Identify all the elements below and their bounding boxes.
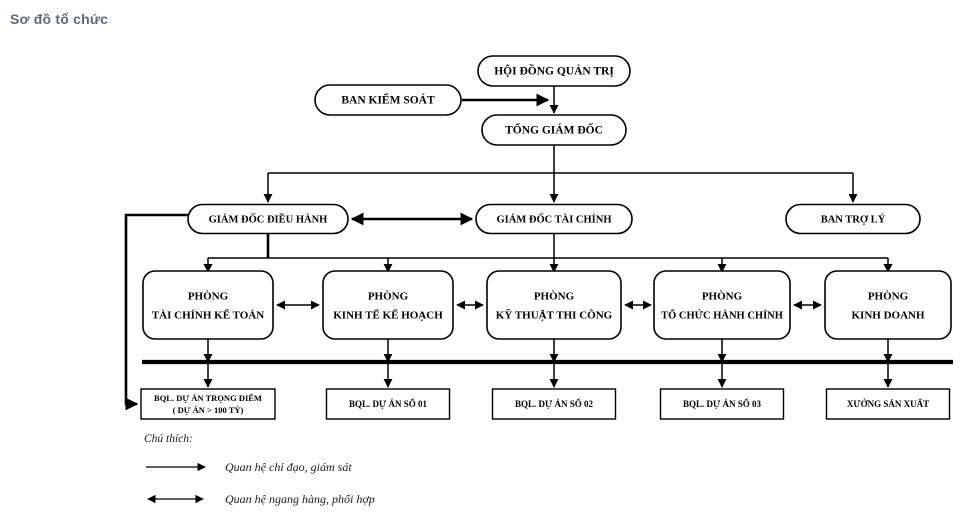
node-shape-btl xyxy=(785,203,921,235)
node-label-pktkh-line1: PHÒNG xyxy=(368,291,409,303)
node-ban-kiem-soat[interactable]: BAN KIỂM SOÁT xyxy=(314,84,462,116)
node-layer: HỘI ĐỒNG QUẢN TRỊ BAN KIỂM SOÁT TỔNG GIÁ… xyxy=(140,55,952,420)
node-label-ptchc-line2: TỔ CHỨC HÀNH CHÍNH xyxy=(661,308,783,321)
node-shape-hdqt xyxy=(477,55,631,87)
node-ban-tro-ly[interactable]: BAN TRỢ LÝ xyxy=(785,203,921,235)
node-label-xsx: XƯỞNG SẢN XUẤT xyxy=(847,399,929,409)
legend-label-peer: Quan hệ ngang hàng, phối hợp xyxy=(225,492,375,506)
node-label-gddh: GIÁM ĐỐC ĐIỀU HÀNH xyxy=(209,212,328,225)
node-label-pkd-line1: PHÒNG xyxy=(868,291,909,303)
node-shape-pkttc xyxy=(486,270,622,340)
node-shape-gdtc xyxy=(475,203,633,235)
node-label-bql-td-line2: ( DỰ ÁN > 100 TỶ) xyxy=(173,405,244,415)
legend: Chú thích: Quan hệ chỉ đạo, giám sát Qua… xyxy=(144,433,375,506)
node-shape-pktkh xyxy=(322,270,454,340)
node-xuong-san-xuat[interactable]: XƯỞNG SẢN XUẤT xyxy=(825,388,951,420)
page-title: Sơ đồ tổ chức xyxy=(10,11,109,27)
node-shape-bql-01 xyxy=(325,388,451,420)
legend-title: Chú thích: xyxy=(144,433,193,445)
node-shape-pkd xyxy=(824,270,952,340)
node-bql-du-an-so-03[interactable]: BQL. DỰ ÁN SỐ 03 xyxy=(659,388,785,420)
node-phong-ky-thuat-thi-cong[interactable]: PHÒNG KỸ THUẬT THI CÔNG xyxy=(486,270,622,340)
node-label-ptchc-line1: PHÒNG xyxy=(702,291,743,303)
node-shape-tgd xyxy=(481,114,627,146)
node-label-pkttc-line1: PHÒNG xyxy=(534,291,575,303)
node-giam-doc-tai-chinh[interactable]: GIÁM ĐỐC TÀI CHÍNH xyxy=(475,203,633,235)
node-label-pkd-line2: KINH DOANH xyxy=(851,310,924,322)
node-label-pktkh-line2: KINH TẾ KẾ HOẠCH xyxy=(333,309,443,322)
node-bql-du-an-so-01[interactable]: BQL. DỰ ÁN SỐ 01 xyxy=(325,388,451,420)
node-label-ptckt-line2: TÀI CHÍNH KẾ TOÁN xyxy=(152,309,264,322)
node-bql-du-an-so-02[interactable]: BQL. DỰ ÁN SỐ 02 xyxy=(491,388,617,420)
node-shape-bql-03 xyxy=(659,388,785,420)
node-label-ptckt-line1: PHÒNG xyxy=(188,291,229,303)
node-label-bql-td-line1: BQL. DỰ ÁN TRỌNG ĐIỂM xyxy=(154,393,262,403)
node-label-bql-02: BQL. DỰ ÁN SỐ 02 xyxy=(515,399,593,409)
node-bql-du-an-trong-diem[interactable]: BQL. DỰ ÁN TRỌNG ĐIỂM ( DỰ ÁN > 100 TỶ) xyxy=(140,388,276,420)
node-shape-ptchc xyxy=(653,270,791,340)
node-label-hdqt: HỘI ĐỒNG QUẢN TRỊ xyxy=(494,63,614,78)
connector-layer xyxy=(124,86,953,411)
node-shape-ptckt xyxy=(142,270,274,340)
node-phong-kinh-doanh[interactable]: PHÒNG KINH DOANH xyxy=(824,270,952,340)
node-phong-to-chuc-hanh-chinh[interactable]: PHÒNG TỔ CHỨC HÀNH CHÍNH xyxy=(653,270,791,340)
node-label-btl: BAN TRỢ LÝ xyxy=(821,213,886,225)
node-giam-doc-dieu-hanh[interactable]: GIÁM ĐỐC ĐIỀU HÀNH xyxy=(187,203,349,235)
node-label-pkttc-line2: KỸ THUẬT THI CÔNG xyxy=(496,309,613,322)
legend-label-directive: Quan hệ chỉ đạo, giám sát xyxy=(225,460,352,474)
node-shape-bql-td xyxy=(140,388,276,420)
node-label-tgd: TỔNG GIÁM ĐỐC xyxy=(505,122,603,137)
legend-item-peer: Quan hệ ngang hàng, phối hợp xyxy=(147,492,375,506)
node-label-bql-01: BQL. DỰ ÁN SỐ 01 xyxy=(349,399,427,409)
node-shape-gddh xyxy=(187,203,349,235)
node-label-bql-03: BQL. DỰ ÁN SỐ 03 xyxy=(683,399,761,409)
node-shape-xsx xyxy=(825,388,951,420)
node-phong-kinh-te-ke-hoach[interactable]: PHÒNG KINH TẾ KẾ HOẠCH xyxy=(322,270,454,340)
node-label-bks: BAN KIỂM SOÁT xyxy=(341,92,435,107)
node-phong-tai-chinh-ke-toan[interactable]: PHÒNG TÀI CHÍNH KẾ TOÁN xyxy=(142,270,274,340)
node-shape-bks xyxy=(314,84,462,116)
legend-item-directive: Quan hệ chỉ đạo, giám sát xyxy=(146,460,352,474)
node-hoi-dong-quan-tri[interactable]: HỘI ĐỒNG QUẢN TRỊ xyxy=(477,55,631,87)
node-tong-giam-doc[interactable]: TỔNG GIÁM ĐỐC xyxy=(481,114,627,146)
node-shape-bql-02 xyxy=(491,388,617,420)
edge-gddh-to-bql-td-bracket xyxy=(124,213,190,411)
node-label-gdtc: GIÁM ĐỐC TÀI CHÍNH xyxy=(496,212,611,225)
